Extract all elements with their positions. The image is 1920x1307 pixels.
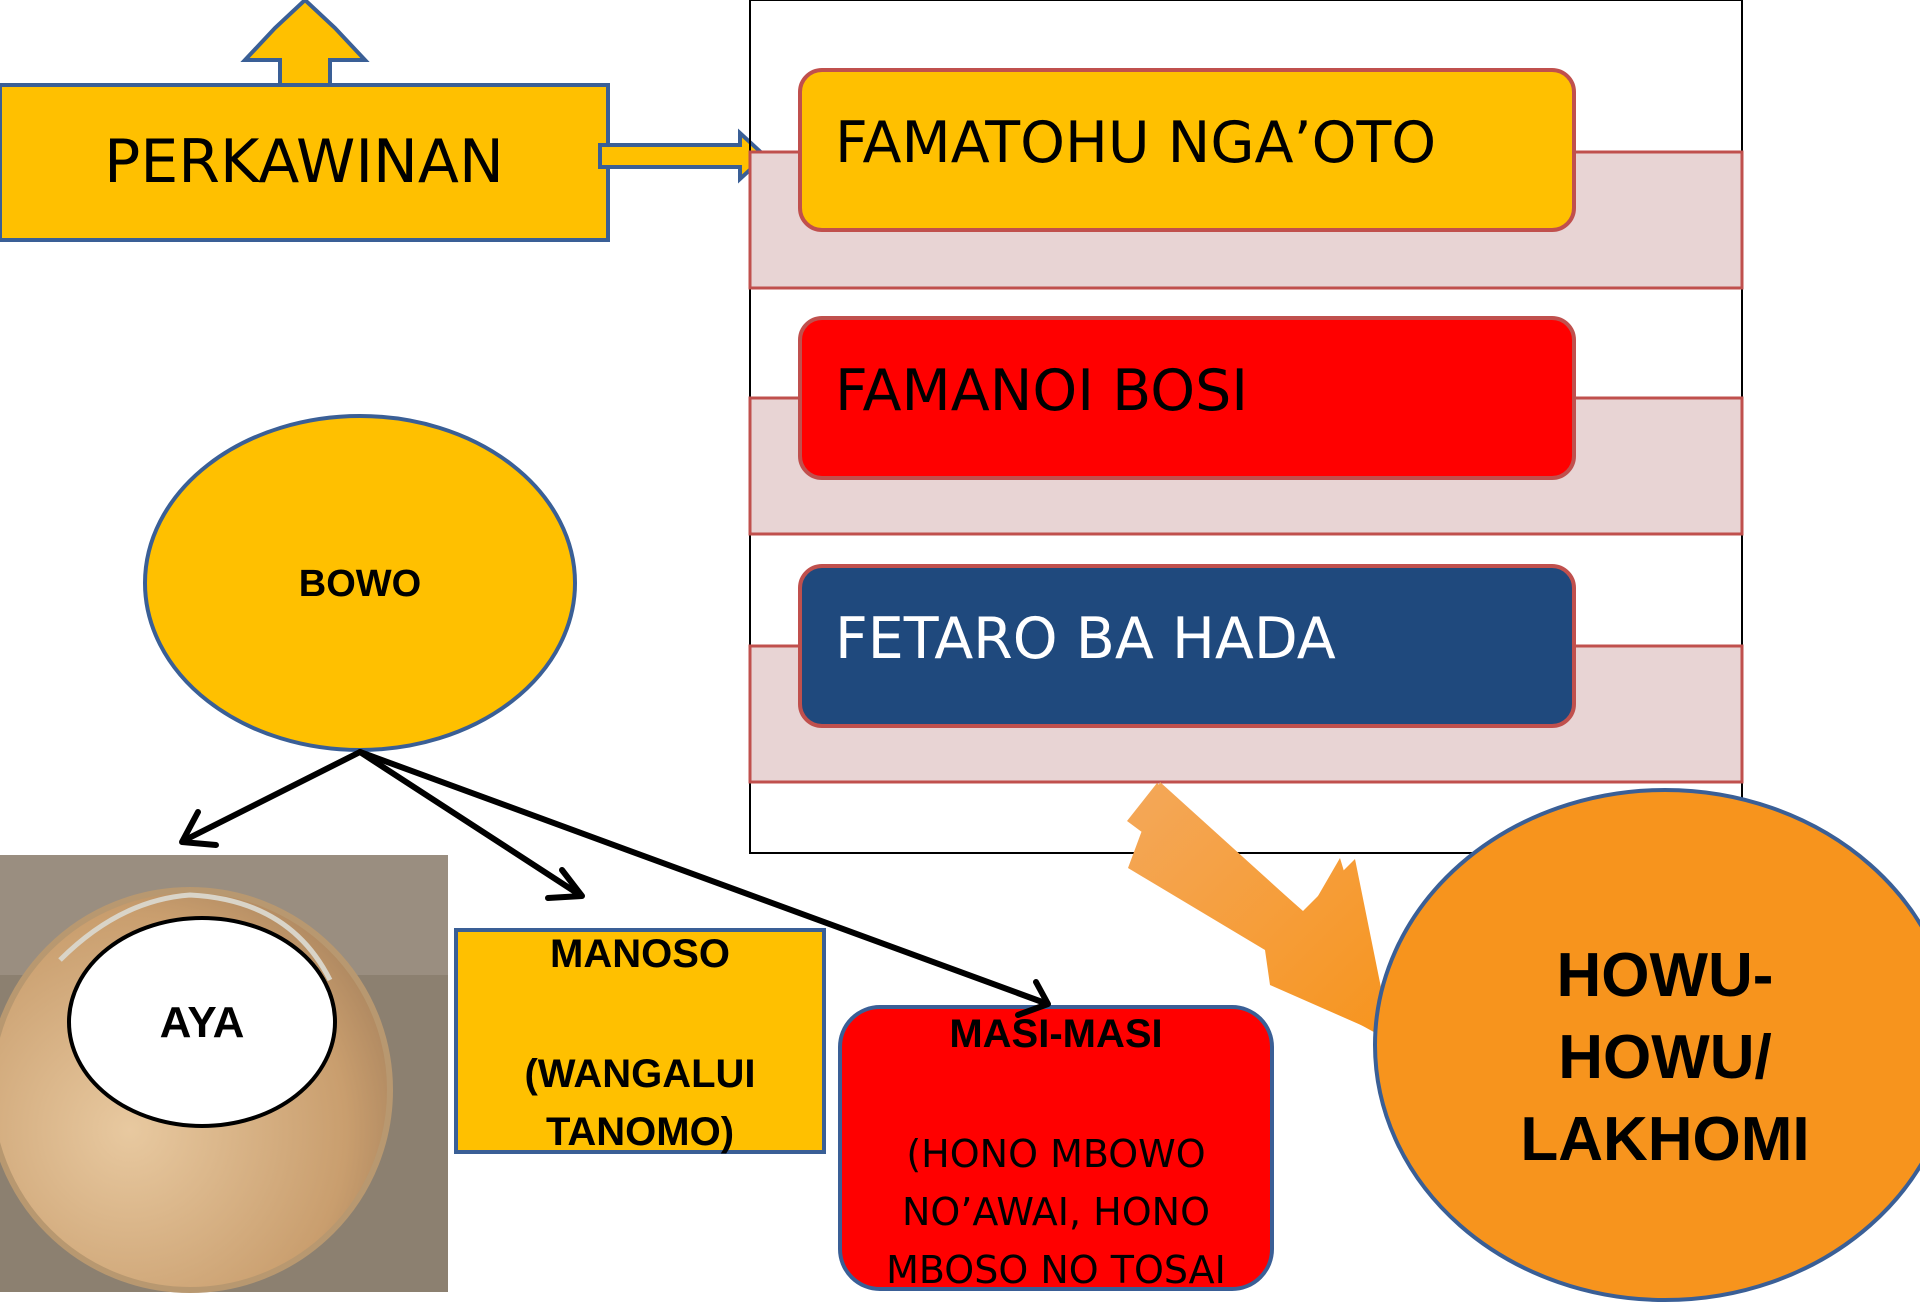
step-label-1: FAMATOHU NGA’OTO xyxy=(835,110,1437,176)
manoso-subtitle: (WANGALUI TANOMO) xyxy=(524,1052,756,1154)
masi-masi-box xyxy=(838,1005,1274,1291)
bowo-label: BOWO xyxy=(298,563,422,605)
arrow-to-masi-masi xyxy=(357,749,1048,1006)
step-label-2: FAMANOI BOSI xyxy=(835,358,1249,424)
result-label: HOWU-HOWU/ LAKHOMI xyxy=(1520,941,1810,1174)
arrow-to-aya xyxy=(182,749,363,843)
step-box-3 xyxy=(798,564,1576,728)
manoso-box xyxy=(454,928,826,1154)
right-connector-arrow xyxy=(598,128,768,184)
up-arrow xyxy=(240,0,370,87)
result-ellipse xyxy=(1373,788,1920,1302)
masi-masi-title: MASI-MASI xyxy=(949,1012,1163,1056)
step-label-3: FETARO BA HADA xyxy=(835,606,1336,672)
result-arrow-shape xyxy=(1127,783,1392,1042)
aya-label: AYA xyxy=(159,998,245,1047)
step-box-2 xyxy=(798,316,1576,480)
masi-masi-subtitle: (HONO MBOWO NO’AWAI, HONO MBOSO NO TOSAI xyxy=(886,1132,1226,1292)
aya-ellipse xyxy=(67,916,337,1128)
arrow-to-manoso xyxy=(357,749,583,898)
step-box-1 xyxy=(798,68,1576,232)
perkawinan-label: PERKAWINAN xyxy=(104,127,504,197)
manoso-title: MANOSO xyxy=(550,932,730,976)
